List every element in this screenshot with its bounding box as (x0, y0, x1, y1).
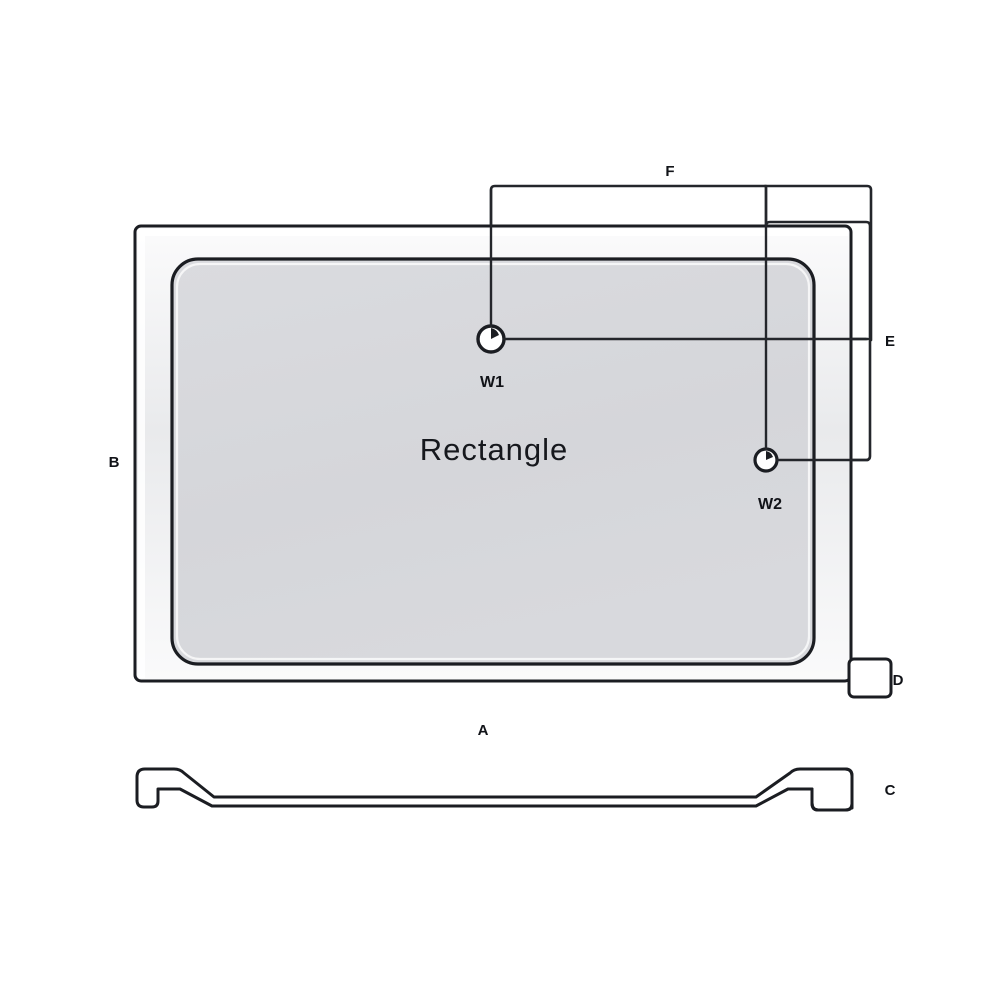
waste-label-w1: W1 (480, 374, 504, 391)
dimension-label-b: B (109, 454, 120, 471)
dimension-label-e: E (885, 333, 895, 350)
waste-outlet-w2[interactable] (753, 447, 779, 473)
side-profile-view (135, 767, 854, 812)
waste-outlet-w1-wedge (491, 328, 499, 339)
dimension-label-f: F (665, 163, 674, 180)
upstand-block-d (847, 657, 893, 699)
tray-inner-pan (170, 257, 816, 666)
leader-line-f-extension (763, 184, 873, 342)
dimension-label-c: C (885, 782, 896, 799)
shape-name-label: Rectangle (420, 432, 569, 467)
tray-inner-pan-highlight (175, 262, 811, 661)
dimension-label-a: A (478, 722, 489, 739)
waste-label-w2: W2 (758, 496, 782, 513)
dimension-leader-overlay (489, 186, 870, 462)
profile-lower-line (135, 787, 854, 812)
dimension-label-d: D (893, 672, 904, 689)
profile-height-block-c (810, 767, 854, 812)
waste-outlet-w1[interactable] (476, 324, 506, 354)
waste-outlet-w2-wedge (766, 451, 773, 460)
profile-upper-line (135, 767, 854, 810)
